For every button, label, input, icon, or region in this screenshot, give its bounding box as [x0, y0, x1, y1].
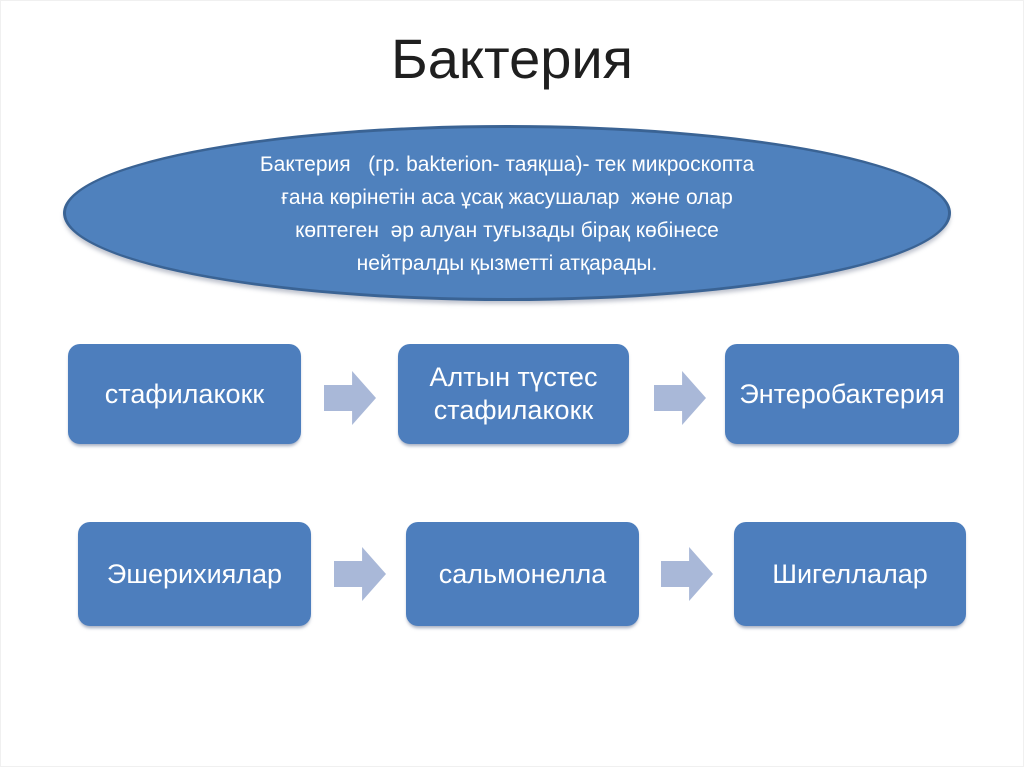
node-staphylococcus: стафилакокк [68, 344, 301, 444]
node-escherichia: Эшерихиялар [78, 522, 311, 626]
node-enterobacteria: Энтеробактерия [725, 344, 959, 444]
right-arrow-icon [661, 547, 713, 601]
slide-title: Бактерия [391, 27, 633, 90]
right-arrow-icon [324, 371, 376, 425]
node-salmonella: сальмонелла [406, 522, 639, 626]
definition-line: нейтралды қызметті атқарады. [356, 252, 658, 275]
definition-line: көптеген әр алуан туғызады бірақ көбінес… [295, 219, 719, 242]
right-arrow-icon [654, 371, 706, 425]
bacteria-definition-text: Бактерия (гр. bakterion- таяқша)- тек ми… [260, 148, 754, 280]
definition-line: ғана көрінетін аса ұсақ жасушалар және о… [281, 186, 733, 209]
node-golden-staphylococcus: Алтын түстес стафилакокк [398, 344, 629, 444]
node-shigella: Шигеллалар [734, 522, 966, 626]
right-arrow-icon [334, 547, 386, 601]
definition-line: Бактерия (гр. bakterion- таяқша)- тек ми… [259, 153, 755, 176]
bacteria-definition-ellipse: Бактерия (гр. bakterion- таяқша)- тек ми… [63, 125, 951, 301]
